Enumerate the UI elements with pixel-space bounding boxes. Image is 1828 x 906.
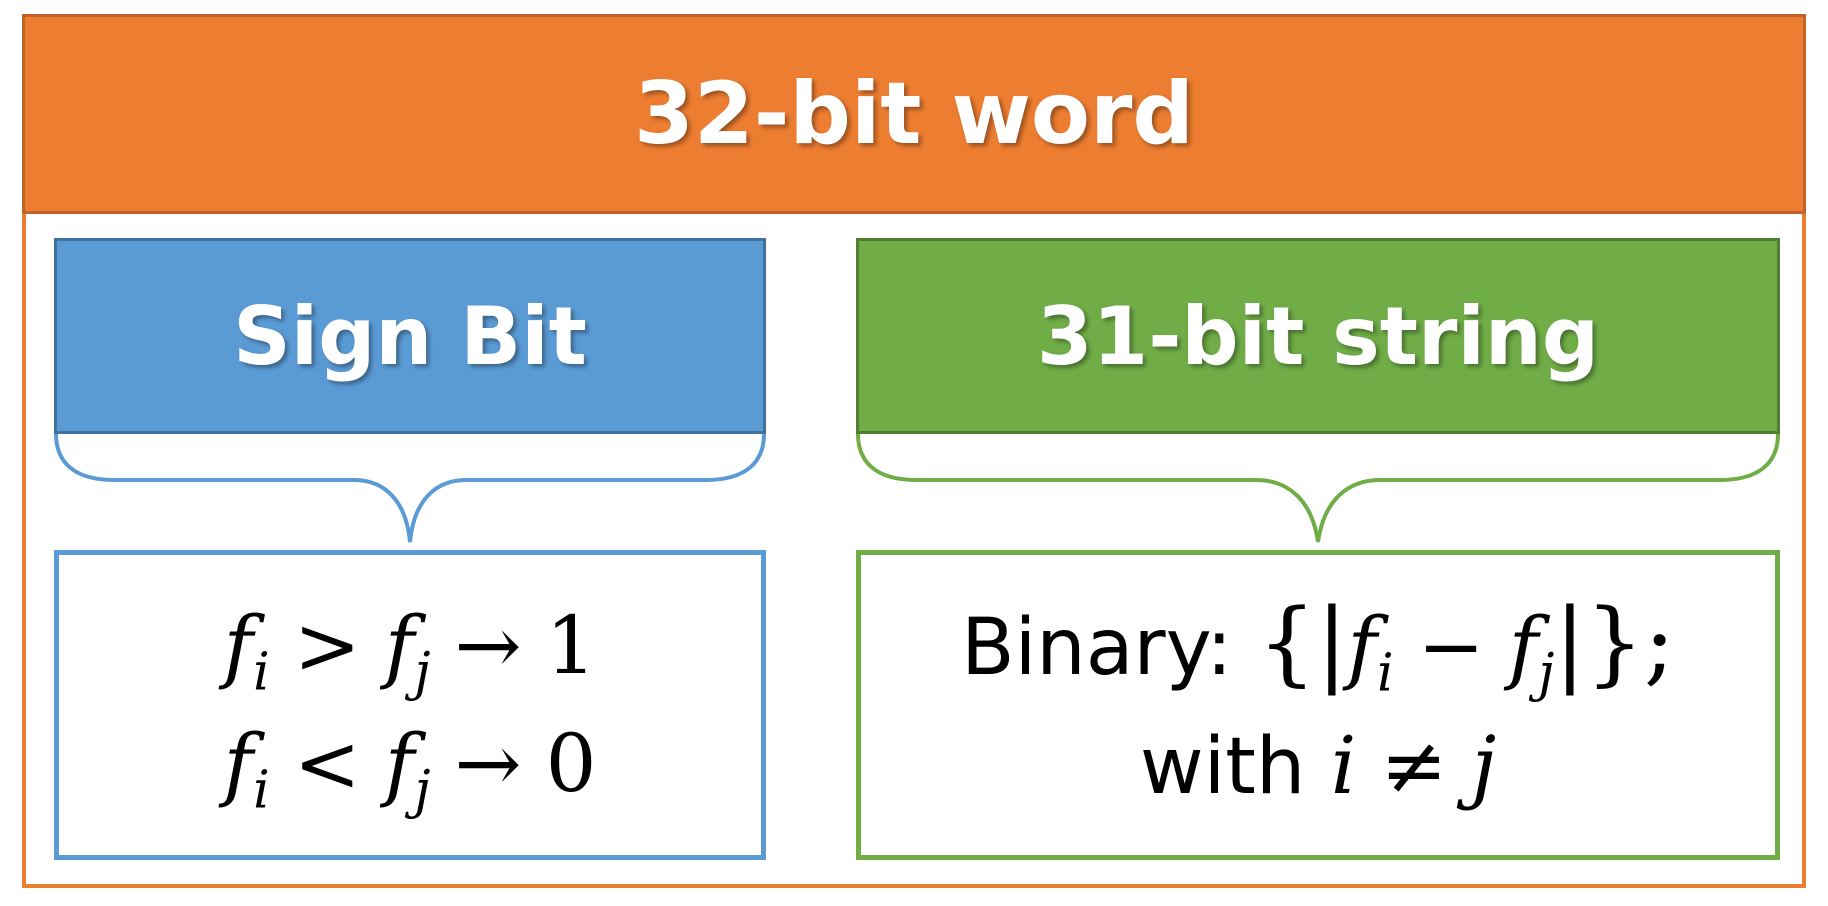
sign-brace-icon — [54, 433, 766, 543]
binary-formula: Binary: {|fi−fj|}; — [961, 589, 1675, 704]
word-header: 32-bit word — [22, 14, 1806, 214]
word-title: 32-bit word — [634, 64, 1194, 164]
sign-bit-title: Sign Bit — [233, 289, 587, 383]
string-box: 31-bit string — [856, 238, 1780, 434]
string-rules-box: Binary: {|fi−fj|}; with i≠j — [856, 550, 1780, 860]
sign-bit-box: Sign Bit — [54, 238, 766, 434]
string-title: 31-bit string — [1036, 289, 1600, 383]
sign-rule-greater: fi>fj→1 — [223, 599, 597, 703]
sign-rules-box: fi>fj→1 fi<fj→0 — [54, 550, 766, 860]
string-brace-icon — [856, 433, 1780, 543]
index-condition: with i≠j — [1139, 719, 1497, 812]
sign-rule-less: fi<fj→0 — [223, 717, 597, 821]
